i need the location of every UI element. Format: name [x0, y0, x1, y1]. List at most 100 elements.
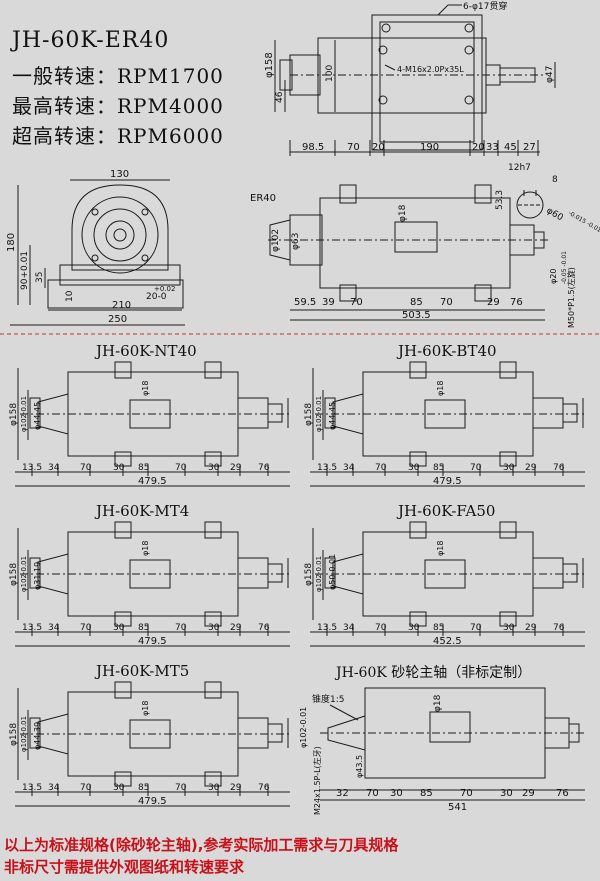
variant-dim-1: 34	[343, 463, 355, 473]
variant-dim-2: 70	[80, 783, 92, 793]
variant-dim-0: 13.5	[22, 463, 42, 473]
variant-dim-2: 70	[80, 623, 92, 633]
grind-dim-6: 29	[522, 788, 535, 799]
dim-180-label: 180	[6, 233, 17, 252]
variant-dim-6: 30	[503, 463, 515, 473]
dim-20-tol: +0.02	[154, 285, 175, 293]
footer-note-1: 以上为标准规格(除砂轮主轴),参考实际加工需求与刀具规格	[4, 836, 399, 854]
spec-label: 一般转速：	[12, 64, 117, 88]
variant-dim-8: 76	[258, 623, 270, 633]
er40-dim-5: 29	[487, 297, 500, 308]
variant-dim-8: 76	[553, 623, 565, 633]
variant-dim-2: 70	[375, 463, 387, 473]
variant-dim-6: 30	[503, 623, 515, 633]
variant-dim-0: 13.5	[22, 783, 42, 793]
grinding-title: JH-60K 砂轮主轴（非标定制）	[336, 665, 532, 681]
variant-dim-4: 85	[433, 463, 444, 473]
dim-20-label: 20-0	[146, 292, 167, 302]
variant-dim-1: 34	[48, 463, 60, 473]
grind-dia-43: φ43.5	[355, 755, 364, 778]
dim-35-label: 35	[35, 272, 45, 283]
variant-dia-outer: φ158	[304, 403, 314, 426]
variant-dim-4: 85	[138, 623, 149, 633]
er40-dim-6: 76	[510, 297, 523, 308]
end-view-drawing	[10, 179, 185, 326]
spec-value: RPM6000	[117, 124, 224, 148]
variant-dim-8: 76	[258, 463, 270, 473]
grind-dim-2: 30	[390, 788, 403, 799]
er40-dim-4: 70	[440, 297, 453, 308]
variant-dia-18: φ18	[141, 541, 150, 556]
top-dim-0: 98.5	[302, 142, 324, 153]
variant-dia-mid: φ102-0.01	[20, 716, 28, 752]
top-view-drawing	[274, 4, 556, 156]
dia-60-tol: -0.015 -0.01	[567, 210, 600, 235]
variant-total: 479.5	[138, 796, 167, 807]
variant-dia-18: φ18	[141, 381, 150, 396]
variant-dim-1: 34	[343, 623, 355, 633]
variant-title-mt5: JH-60K-MT5	[96, 662, 190, 680]
variant-dim-5: 70	[470, 623, 482, 633]
dim-90-label: 90+0.01	[20, 251, 30, 290]
variant-dim-0: 13.5	[317, 623, 337, 633]
variant-dim-0: 13.5	[317, 463, 337, 473]
grind-dim-5: 30	[500, 788, 513, 799]
dim-46-label: 46	[275, 91, 285, 103]
variant-dim-7: 29	[230, 463, 242, 473]
variant-dia-outer: φ158	[9, 723, 19, 746]
variant-dim-7: 29	[525, 623, 537, 633]
variant-dia-mid: φ102-0.01	[315, 396, 323, 432]
dim-10-label: 10	[65, 290, 75, 302]
variant-dim-2: 70	[80, 463, 92, 473]
variant-dim-3: 30	[113, 783, 125, 793]
footer-note-2: 非标尺寸需提供外观图纸和转速要求	[4, 858, 245, 876]
spec-label: 超高转速：	[12, 124, 117, 148]
variant-dia-mid: φ102-0.01	[20, 396, 28, 432]
variant-total: 479.5	[138, 636, 167, 647]
variant-total: 479.5	[433, 476, 462, 487]
variant-title-bt40: JH-60K-BT40	[398, 342, 497, 360]
grind-dim-3: 85	[420, 788, 433, 799]
variant-dim-3: 30	[113, 623, 125, 633]
variant-dia-inner: φ44.45	[328, 402, 337, 430]
dim-53-label: 53.3	[495, 190, 505, 210]
variant-total: 479.5	[138, 476, 167, 487]
variant-dia-inner: φ44.45	[33, 402, 42, 430]
variant-dim-5: 70	[175, 463, 187, 473]
top-dim-5: 33	[486, 142, 499, 153]
dia-102-label: φ102	[271, 229, 281, 252]
dim-130-label: 130	[110, 169, 129, 180]
dim-210-label: 210	[112, 300, 131, 311]
er40-dim-1: 39	[322, 297, 335, 308]
variant-dia-inner: φ50-0.01	[328, 554, 337, 590]
spec-normal-speed: 一般转速：RPM1700	[12, 60, 224, 89]
dia-63-label: φ63	[291, 233, 301, 250]
taper-label: 锥度1:5	[312, 693, 345, 705]
top-dim-1: 70	[347, 142, 360, 153]
variant-dia-mid: φ102-0.01	[315, 556, 323, 592]
grind-total: 541	[448, 802, 467, 813]
dia-158-label: φ158	[264, 52, 275, 78]
variant-total: 452.5	[433, 636, 462, 647]
variant-dia-18: φ18	[436, 381, 445, 396]
spec-value: RPM1700	[117, 64, 224, 88]
spec-max-speed: 最高转速：RPM4000	[12, 90, 224, 119]
grind-dim-7: 76	[556, 788, 569, 799]
er40-dim-2: 70	[350, 297, 363, 308]
grind-dia-18: φ18	[433, 694, 443, 712]
variant-dim-1: 34	[48, 623, 60, 633]
thread-note: 4-M16x2.0Px35L	[397, 65, 464, 74]
variant-dim-6: 30	[208, 783, 220, 793]
variant-dim-8: 76	[553, 463, 565, 473]
variant-dia-inner: φ44.39	[33, 722, 42, 750]
dia-20-label: φ20	[549, 269, 558, 284]
variant-dim-4: 85	[138, 783, 149, 793]
variant-dia-18: φ18	[436, 541, 445, 556]
dia-60-label: φ60	[545, 206, 565, 223]
variant-dim-6: 30	[208, 463, 220, 473]
